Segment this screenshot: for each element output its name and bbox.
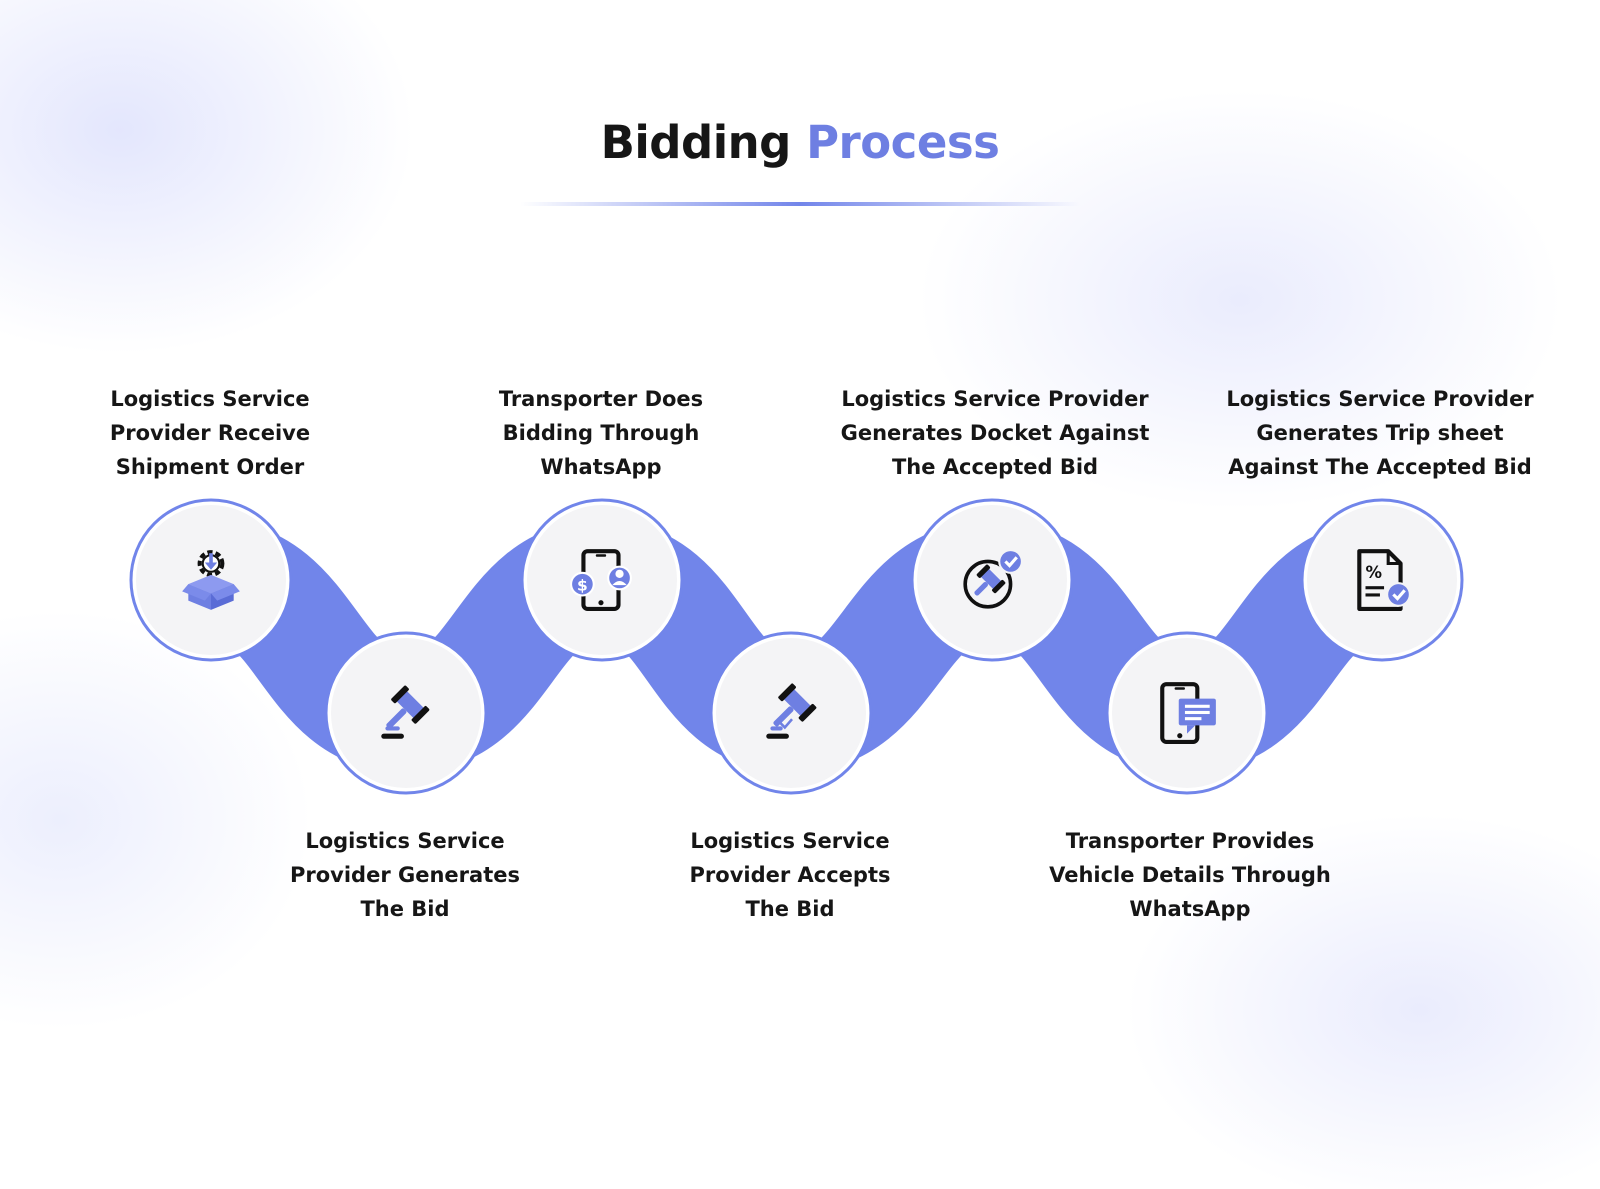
step-node-3: $	[527, 505, 677, 655]
step-node-4	[716, 638, 866, 788]
svg-text:$: $	[577, 576, 588, 594]
phone-message-icon	[1160, 682, 1216, 744]
step-node-5	[917, 505, 1067, 655]
page-title: Bidding Process	[0, 116, 1600, 169]
gavel-circle-check-icon	[963, 549, 1023, 609]
box-gear-download-icon	[182, 550, 240, 610]
step-node-7: %	[1307, 505, 1457, 655]
step-node-2	[331, 638, 481, 788]
gavel-check-icon	[766, 683, 817, 739]
gavel-icon	[381, 685, 430, 739]
title-underline	[520, 202, 1080, 206]
title-accent: Process	[806, 116, 1000, 169]
document-percent-check-icon: %	[1357, 549, 1411, 611]
phone-dollar-user-icon: $	[570, 549, 632, 611]
svg-text:%: %	[1365, 563, 1382, 582]
step-node-6	[1112, 638, 1262, 788]
title-main: Bidding	[600, 116, 792, 169]
step-node-1	[136, 505, 286, 655]
